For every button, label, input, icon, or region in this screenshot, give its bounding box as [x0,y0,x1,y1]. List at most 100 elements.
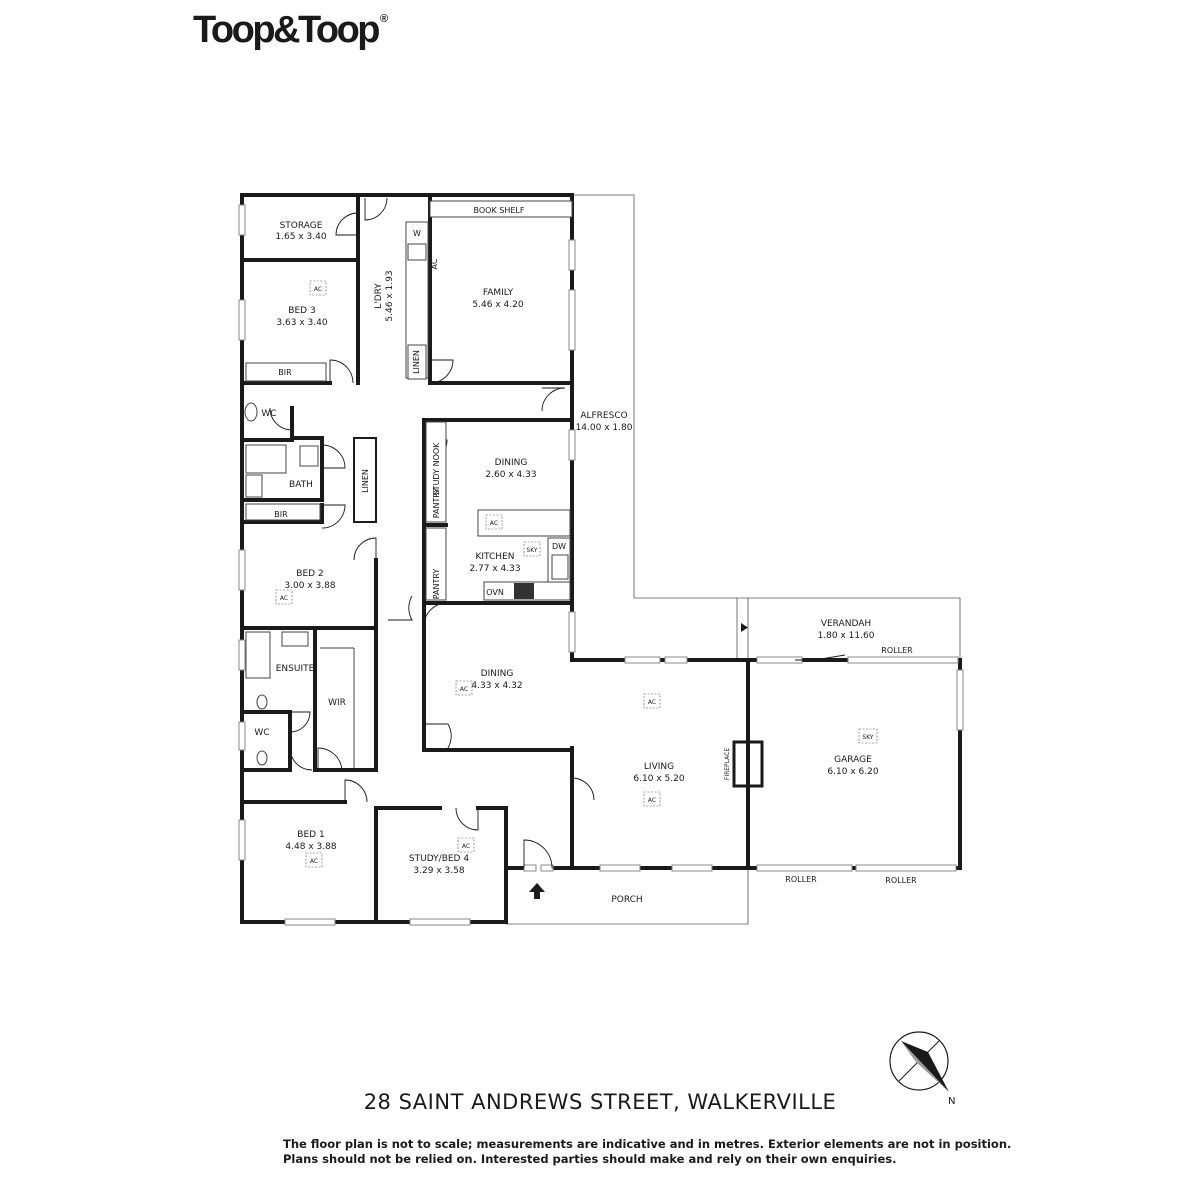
fixture-label: PANTRY [432,488,441,519]
fixture-label: OVN [486,588,504,597]
room-name: DINING [495,458,528,468]
room-labels: STORAGE 1.65 x 3.40 BED 3 3.63 x 3.40 L'… [254,221,878,905]
ensuite-basin [281,631,309,647]
verandah-arrow-icon [741,623,748,632]
pantry-2 [425,527,447,601]
ensuite-bath [245,631,271,679]
window [568,239,576,271]
room-dims: 4.33 x 4.32 [471,681,522,691]
room-dims: 3.63 x 3.40 [276,318,327,328]
door-hall [388,595,413,621]
vanity [245,474,263,498]
fixture-label: W [413,229,421,238]
door-bed1 [344,779,368,803]
toilet [244,402,258,422]
fixture-label: STUDY NOOK [432,442,441,496]
ac-label: AC [648,699,656,706]
door-ensuite-wc [289,711,311,733]
window [568,429,576,461]
ac-label: AC [462,843,470,850]
door-bath [321,444,346,469]
fixture-label: AC [430,258,439,269]
window [238,204,246,236]
window [238,819,246,861]
door-front [523,839,553,869]
ac-label: AC [460,686,468,693]
window [664,656,688,664]
skylight-label: SKY [526,547,538,554]
fixtures [244,200,764,899]
window [956,669,964,731]
registered-mark: ® [380,13,389,25]
room-name: WC [254,728,269,738]
compass: N [889,1031,955,1107]
ac-label: AC [310,858,318,865]
fixture-label: LINEN [412,350,421,374]
disclaimer: The floor plan is not to scale; measurem… [283,1137,1012,1167]
fixture-label: BIR [278,368,292,377]
logo-text: Toop&Toop [193,9,381,51]
wc2-toilet [256,750,268,766]
study-north-west [374,806,442,924]
living-garage-outer [570,601,962,870]
property-address: 28 SAINT ANDREWS STREET, WALKERVILLE [363,1090,837,1114]
door-wir [317,747,343,771]
ensuite-toilet [256,694,268,710]
compass-north-label: N [948,1096,955,1107]
linen-laundry [407,344,427,380]
room-name: BATH [289,480,313,490]
roller-door [847,656,959,664]
ac-label: AC [648,797,656,804]
kitchen-sink [551,554,569,580]
door-bed2 [353,537,377,561]
fixture-label: DW [552,542,566,551]
window [568,289,576,351]
linen-cupboard [353,437,377,523]
alfresco-outline [572,194,961,660]
fixture-label: FIREPLACE [724,748,731,780]
window [599,864,641,872]
window [540,864,554,872]
door-living [571,777,595,801]
window [238,299,246,341]
room-name: LIVING [644,762,674,772]
laundry-sink [407,243,427,261]
room-name: PORCH [611,895,642,905]
door-laundry [364,197,388,221]
window [671,864,713,872]
window [523,864,537,872]
windows [238,204,964,926]
door-family [429,359,454,384]
room-dims: 3.00 x 3.88 [284,581,335,591]
bathtub [245,444,287,474]
door-bed3 [329,359,354,384]
door-garage [795,654,846,661]
kitchen-dining-core [422,418,574,752]
cooktop [514,583,534,599]
door-wc2 [289,747,313,771]
disclaimer-line: Plans should not be relied on. Intereste… [283,1152,897,1166]
room-name: ALFRESCO [580,411,627,421]
fireplace [732,740,764,788]
skylight-label: SKY [862,734,874,741]
room-name: STORAGE [280,221,323,231]
room-dims: 3.29 x 3.58 [413,866,464,876]
fixture-label: BOOK SHELF [474,206,525,215]
bir-bed2 [245,503,321,521]
walls [240,193,962,924]
window [238,721,246,751]
room-dims: 1.80 x 11.60 [818,631,875,641]
window [238,549,246,591]
room-dims: 4.48 x 3.88 [285,842,336,852]
roller-door [855,864,957,872]
disclaimer-line: The floor plan is not to scale; measurem… [283,1137,1012,1151]
room-name: GARAGE [834,755,872,765]
room-dims: 6.10 x 5.20 [633,774,684,784]
door-alfresco [541,387,566,412]
room-name: WIR [328,698,346,708]
door-bir2 [321,504,346,529]
fixture-label: BIR [274,510,288,519]
room-name: L'DRY [374,283,384,309]
brand-logo: Toop&Toop® [193,9,389,52]
bath-basin [299,445,319,467]
